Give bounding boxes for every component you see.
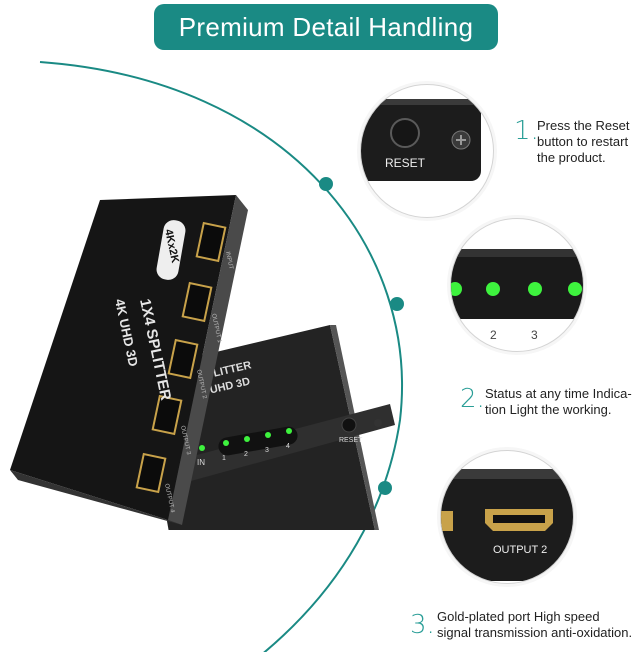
callout-line: signal transmission anti-oxidation. xyxy=(437,625,633,640)
led-number-label: 3 xyxy=(531,328,538,342)
arc-node-dot xyxy=(319,177,333,191)
led-dot-1 xyxy=(451,282,462,296)
led-dot xyxy=(244,436,250,442)
device-led-number: 3 xyxy=(265,447,269,454)
led-dot xyxy=(265,432,271,438)
port-detail-image: OUTPUT 2 xyxy=(441,469,573,581)
callout-number-3: 3. xyxy=(410,610,435,640)
led-dot xyxy=(223,440,229,446)
hdmi-port xyxy=(181,281,213,323)
port-detail-circle: OUTPUT 2 xyxy=(440,450,574,584)
page-title-banner: Premium Detail Handling xyxy=(154,4,498,50)
hdmi-port xyxy=(135,452,167,494)
led-dot-2 xyxy=(486,282,500,296)
arc-node-dot xyxy=(390,297,404,311)
callout-number-2: 2. xyxy=(460,384,485,414)
callout-text-2: Status at any time Indica- tion Light th… xyxy=(485,386,632,418)
device-in-label: IN xyxy=(197,458,205,467)
hdmi-port-input xyxy=(195,221,227,263)
arc-node-dot xyxy=(378,481,392,495)
callout-line: tion Light the working. xyxy=(485,402,612,417)
device-reset-label: RESET xyxy=(339,437,363,444)
page-title: Premium Detail Handling xyxy=(178,12,474,42)
callout-text-3: Gold-plated port High speed signal trans… xyxy=(437,609,632,641)
port-label: INPUT xyxy=(224,251,234,270)
callout-line: Gold-plated port High speed xyxy=(437,609,600,624)
led-dot-4 xyxy=(568,282,582,296)
device-led-number: 4 xyxy=(286,443,290,450)
led-in-dot xyxy=(199,445,205,451)
led-detail-circle: 1 2 3 4 xyxy=(450,218,584,352)
port-detail-label: OUTPUT 2 xyxy=(493,544,547,556)
callout-line: the product. xyxy=(537,150,606,165)
hdmi-port xyxy=(151,394,183,436)
led-dot xyxy=(286,428,292,434)
front-splitter-unit: 1X4 SPLITTER 4K UHD 3D 4Kx2K INPUT OUTPU… xyxy=(10,195,248,525)
hdmi-port xyxy=(167,338,199,380)
splitter-product-image: IN 1 2 3 4 RESET SPLITTER K UHD 3D 1X4 S… xyxy=(10,195,395,530)
device-led-number: 2 xyxy=(244,451,248,458)
led-dot-3 xyxy=(528,282,542,296)
callout-text-1: Press the Reset button to restart the pr… xyxy=(537,118,630,166)
device-led-number: 1 xyxy=(222,455,226,462)
reset-detail-label: RESET xyxy=(385,156,426,170)
reset-button-icon xyxy=(390,118,420,148)
callout-line: Press the Reset xyxy=(537,118,630,133)
callout-number-1: 1. xyxy=(514,116,539,146)
callout-line: Status at any time Indica- xyxy=(485,386,632,401)
led-detail-image: 1 2 3 4 xyxy=(451,249,583,342)
reset-detail-image: RESET xyxy=(361,99,481,181)
callout-line: button to restart xyxy=(537,134,629,149)
led-number-label: 2 xyxy=(490,328,497,342)
reset-detail-circle: RESET xyxy=(360,84,494,218)
